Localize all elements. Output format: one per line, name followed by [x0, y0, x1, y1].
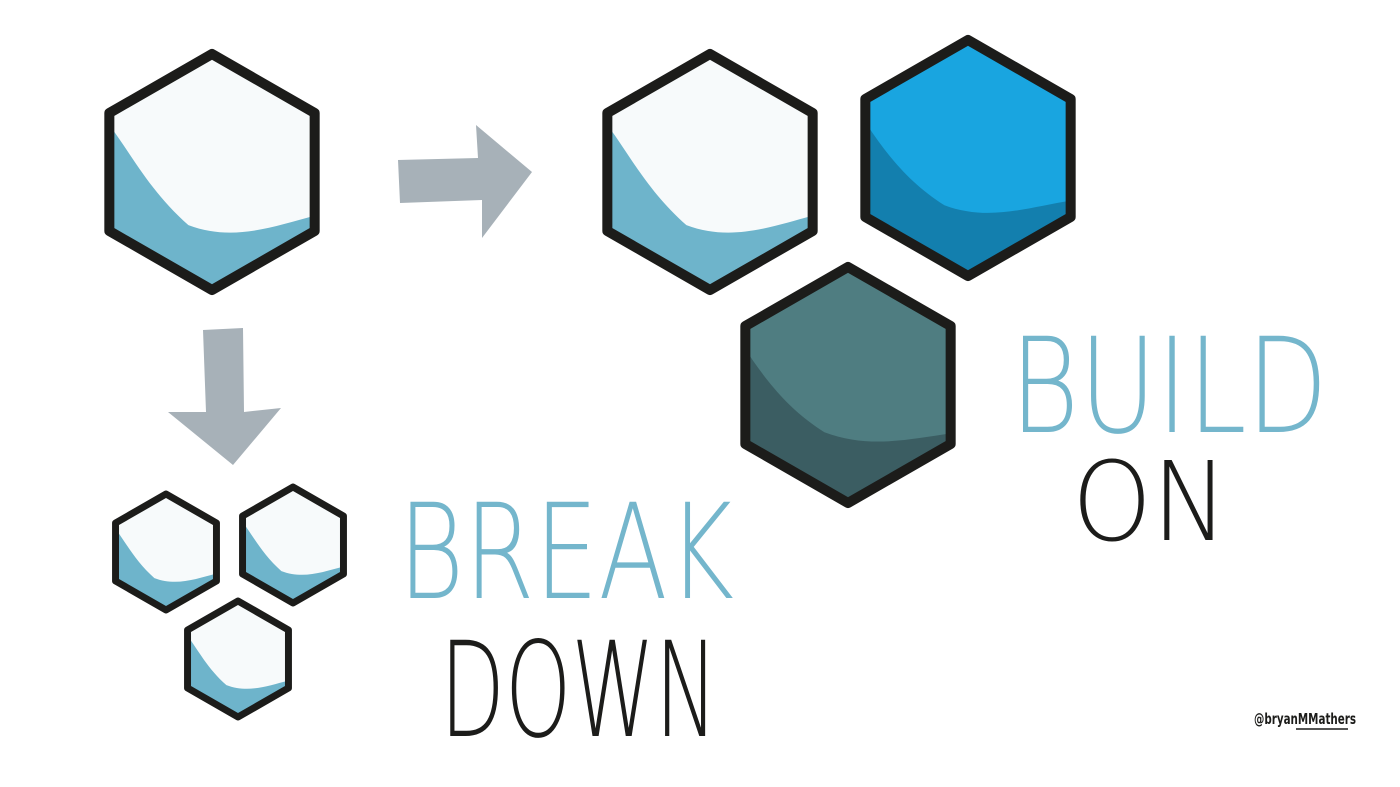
arrow-down-icon: [168, 328, 281, 465]
build-hexagon-dark: [740, 261, 956, 509]
arrow-right-icon: [398, 125, 532, 238]
build-label: BUILD: [1010, 310, 1328, 464]
break-hexagon-small-2: [239, 483, 347, 607]
build-hexagon-light: [602, 48, 818, 296]
down-label: DOWN: [440, 614, 718, 768]
break-hexagon-small-3: [184, 597, 292, 721]
break-hexagon-small-1: [112, 490, 220, 614]
build-hexagon-blue: [860, 34, 1076, 282]
break-label: BREAK: [398, 476, 734, 630]
source-hexagon: [104, 48, 320, 296]
author-credit: @bryanMMathers: [1254, 710, 1356, 728]
on-label: ON: [1072, 438, 1228, 566]
